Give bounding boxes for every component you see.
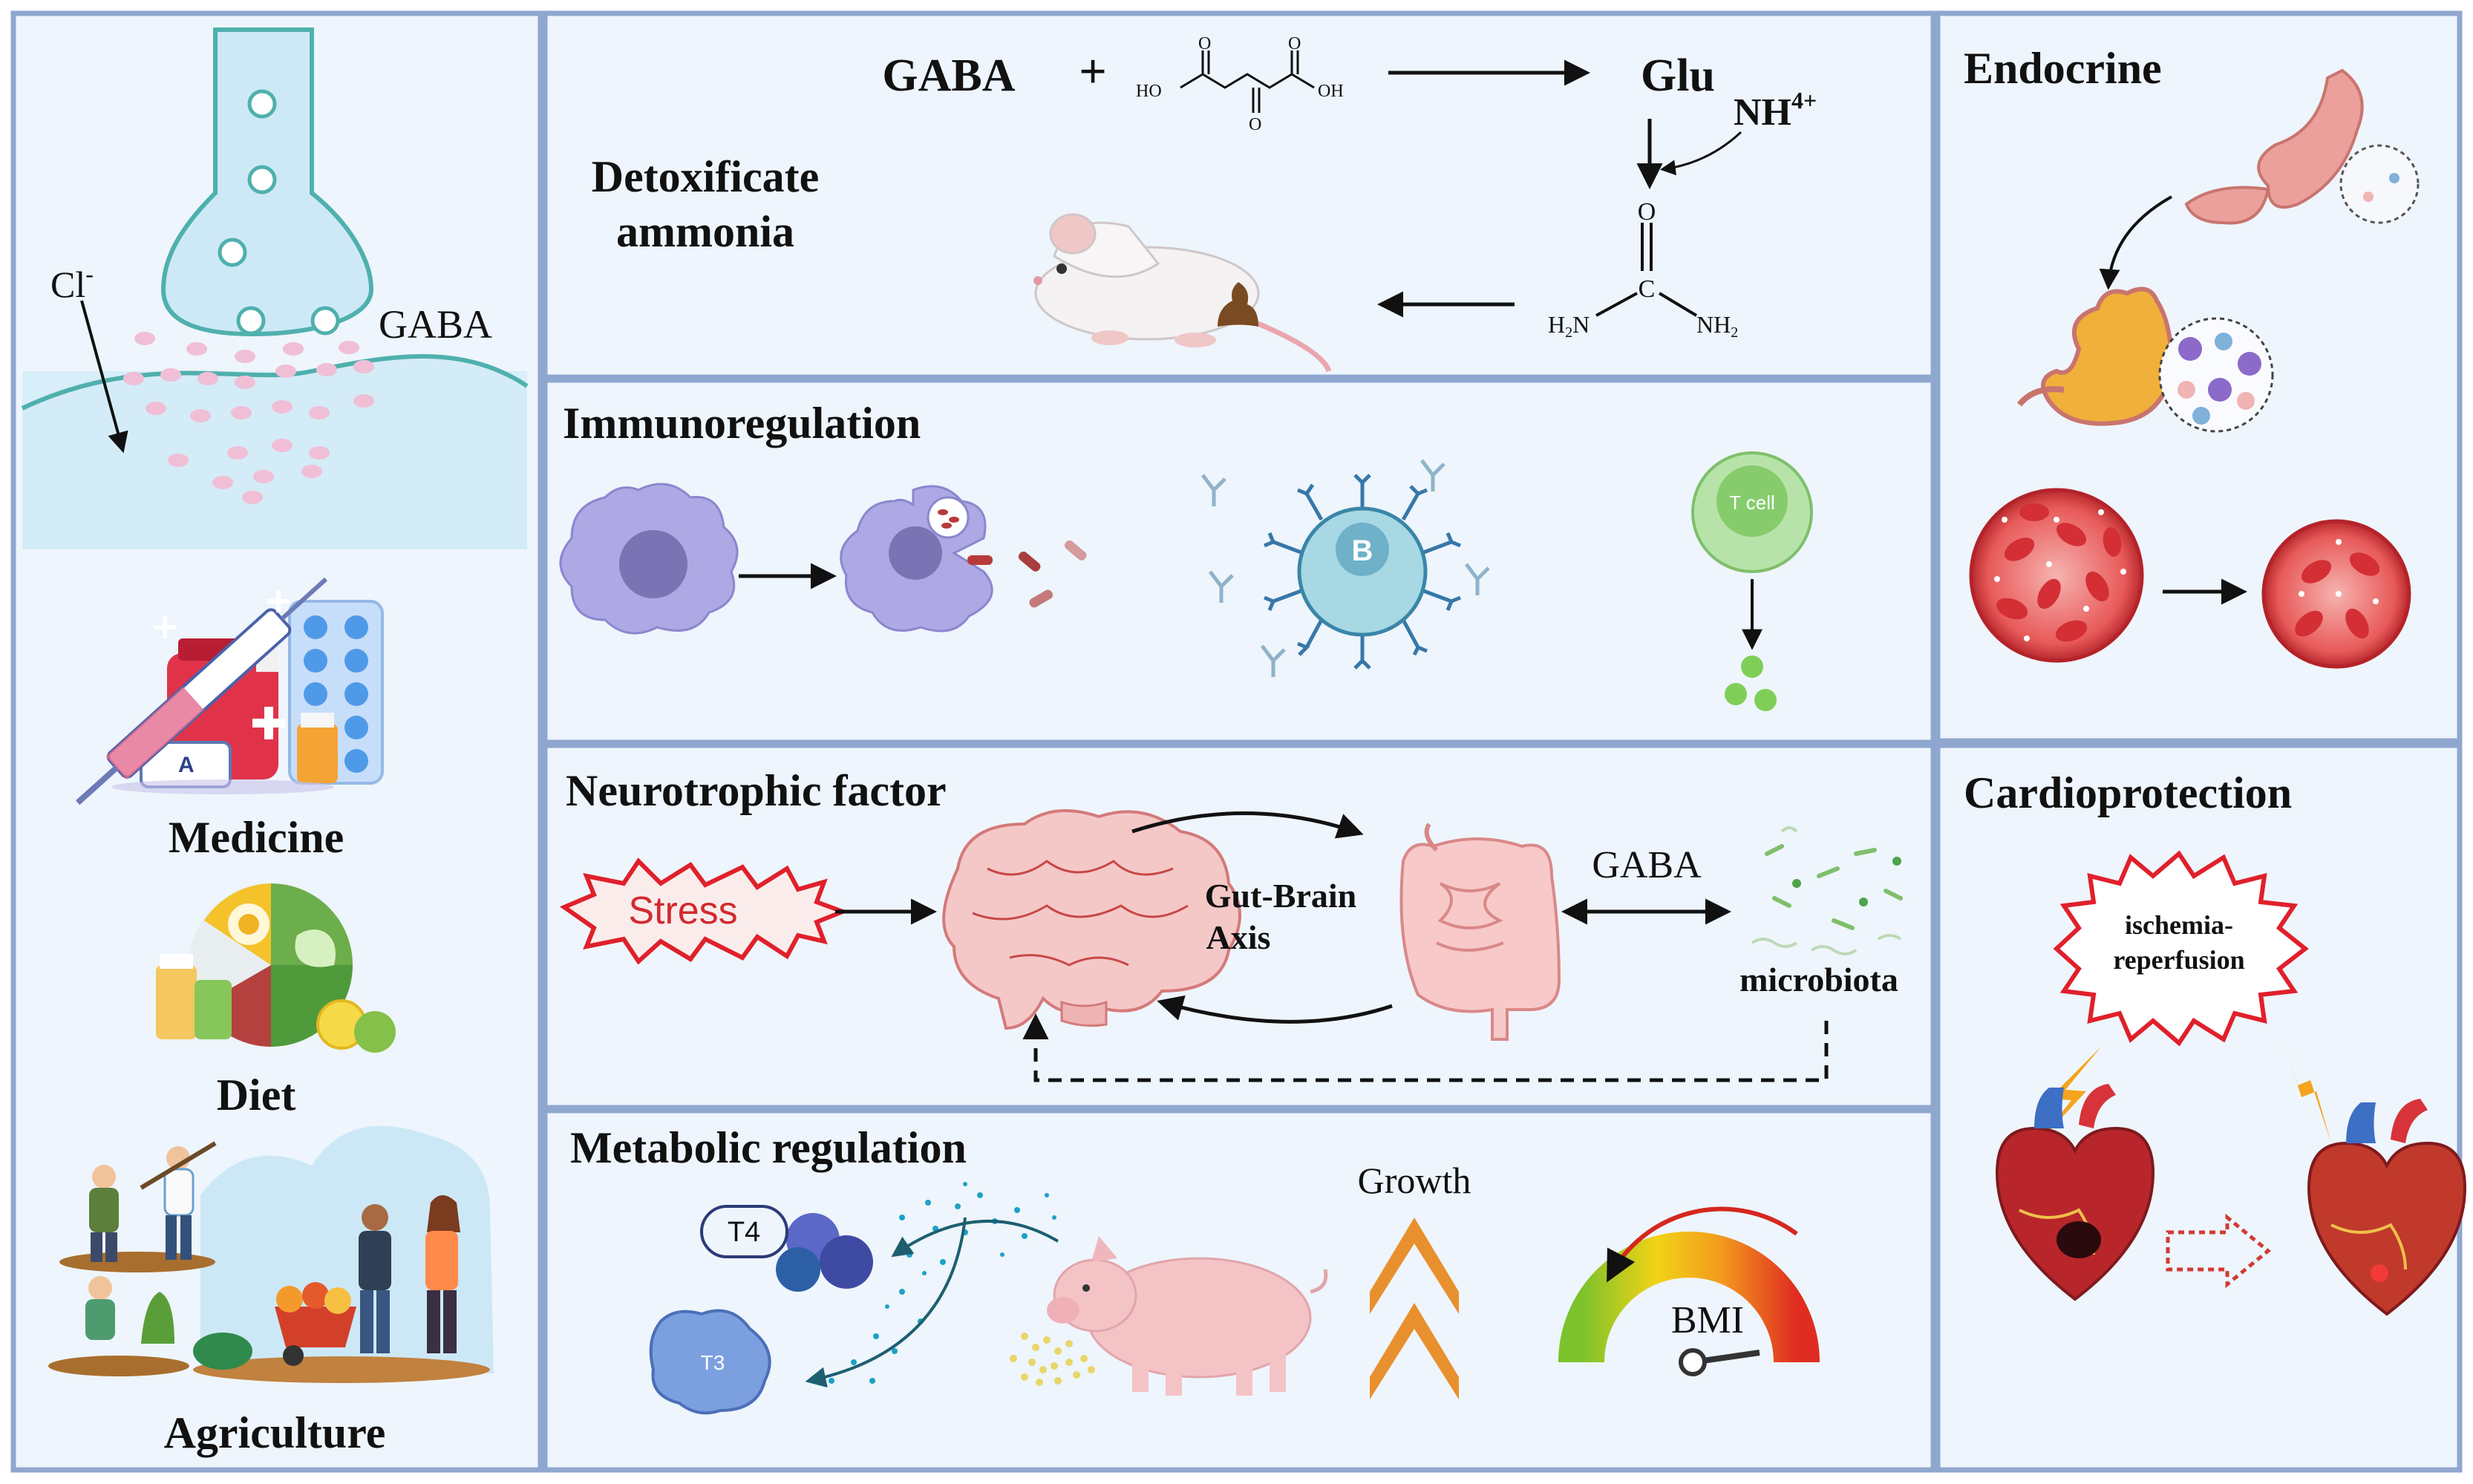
cardio-title: Cardioprotection bbox=[1964, 768, 2292, 817]
neuro-gaba-label: GABA bbox=[1592, 844, 1702, 886]
arrow-brain-to-gut bbox=[1131, 811, 1364, 839]
ischemia-label-line2: reperfusion bbox=[2113, 945, 2244, 975]
ischemia-burst bbox=[2053, 850, 2309, 1047]
arrow-gut-to-brain bbox=[1157, 995, 1393, 1024]
arrow-to-t4 bbox=[891, 1219, 1059, 1258]
heart-protected bbox=[2307, 1099, 2467, 1316]
urea-h2n-label: H2N bbox=[1548, 311, 1590, 341]
detox-title-line2: ammonia bbox=[616, 207, 794, 256]
alpha-ketoglutarate-structure bbox=[1180, 50, 1315, 113]
medicine-label: Medicine bbox=[169, 813, 344, 862]
free-antibodies bbox=[1201, 459, 1490, 677]
b-cell-body bbox=[1297, 506, 1428, 637]
akg-o-bottom: O bbox=[1249, 115, 1261, 134]
diet-label: Diet bbox=[217, 1070, 296, 1119]
agriculture-illustration bbox=[48, 1125, 494, 1383]
immuno-title: Immunoregulation bbox=[563, 399, 921, 448]
endocrine-curved-arrow bbox=[2099, 195, 2172, 290]
synapse-gaba-label: GABA bbox=[379, 302, 492, 347]
growth-label: Growth bbox=[1358, 1160, 1471, 1201]
akg-o-top-left: O bbox=[1198, 34, 1211, 53]
detox-plus-sign: + bbox=[1079, 45, 1107, 99]
b-cell-illustration bbox=[1264, 474, 1461, 670]
endocrine-title: Endocrine bbox=[1964, 44, 2162, 93]
medicine-illustration: A bbox=[75, 577, 384, 805]
brain-illustration bbox=[942, 809, 1241, 1030]
blood-vessel-after bbox=[2261, 519, 2411, 669]
stomach-top-zoom bbox=[2339, 144, 2420, 224]
detox-glu-label: Glu bbox=[1641, 50, 1715, 101]
gut-illustration bbox=[1399, 823, 1561, 1041]
arrow-to-t3 bbox=[805, 1217, 967, 1388]
diet-illustration bbox=[156, 883, 396, 1053]
microbiota-illustration bbox=[1751, 826, 1903, 955]
microbiota-to-brain-dashed-arrow bbox=[1022, 1013, 1829, 1082]
detox-gaba-label: GABA bbox=[882, 50, 1015, 101]
cytokines bbox=[1725, 656, 1777, 711]
b-cell-label: B bbox=[1352, 535, 1373, 567]
lightning-right-icon bbox=[2283, 1039, 2331, 1143]
t3-label: T3 bbox=[701, 1351, 725, 1374]
macrophage-resting bbox=[559, 483, 739, 635]
feed-pile bbox=[1010, 1333, 1095, 1386]
synapse-illustration: Cl- GABA bbox=[21, 27, 529, 549]
svg-text:A: A bbox=[178, 753, 195, 777]
mouse-illustration bbox=[1033, 213, 1332, 373]
urea-o-label: O bbox=[1638, 198, 1656, 226]
detox-title-line1: Detoxificate bbox=[592, 152, 820, 201]
akg-o-top-right: O bbox=[1288, 34, 1301, 53]
panel-immuno bbox=[542, 377, 1936, 745]
stress-label: Stress bbox=[628, 889, 737, 932]
neuro-title: Neurotrophic factor bbox=[566, 766, 947, 815]
lightning-left-icon bbox=[2038, 1047, 2101, 1143]
t-cell-label: T cell bbox=[1729, 491, 1775, 514]
panel-cardio bbox=[1935, 742, 2463, 1473]
detox-nh4-label: NH4+ bbox=[1734, 87, 1817, 134]
gut-brain-axis-line2: Axis bbox=[1206, 918, 1271, 956]
ischemia-label-line1: ischemia- bbox=[2125, 910, 2233, 940]
akg-oh-label: OH bbox=[1318, 82, 1344, 101]
agriculture-label: Agriculture bbox=[164, 1408, 386, 1457]
growth-chevrons bbox=[1370, 1217, 1459, 1399]
microbiota-label: microbiota bbox=[1739, 961, 1898, 998]
pig-illustration bbox=[1047, 1236, 1328, 1396]
bmi-label: BMI bbox=[1671, 1299, 1744, 1341]
akg-ho-label: HO bbox=[1136, 82, 1162, 101]
gut-brain-axis-line1: Gut-Brain bbox=[1205, 877, 1356, 915]
blood-vessel-before bbox=[1969, 488, 2144, 663]
macrophage-phagocytosing bbox=[840, 485, 1087, 633]
stomach-top bbox=[2184, 68, 2364, 225]
stomach-bottom-zoom bbox=[2158, 317, 2274, 433]
bmi-gauge bbox=[1558, 1206, 1820, 1376]
t4-label: T4 bbox=[728, 1217, 760, 1248]
transition-dotted-arrow bbox=[2166, 1213, 2271, 1289]
chloride-ion-label: Cl- bbox=[50, 261, 94, 305]
urea-c-label: C bbox=[1639, 275, 1656, 303]
heart-damaged bbox=[1995, 1084, 2155, 1301]
detox-arrow-nh4-in bbox=[1659, 131, 1742, 176]
t4-molecule bbox=[700, 1205, 873, 1292]
t-cell-body bbox=[1691, 451, 1813, 573]
metabolic-title: Metabolic regulation bbox=[570, 1123, 967, 1172]
urea-nh2-label: NH2 bbox=[1696, 311, 1738, 341]
t3-molecule bbox=[649, 1309, 771, 1415]
urea-structure bbox=[1595, 223, 1698, 317]
